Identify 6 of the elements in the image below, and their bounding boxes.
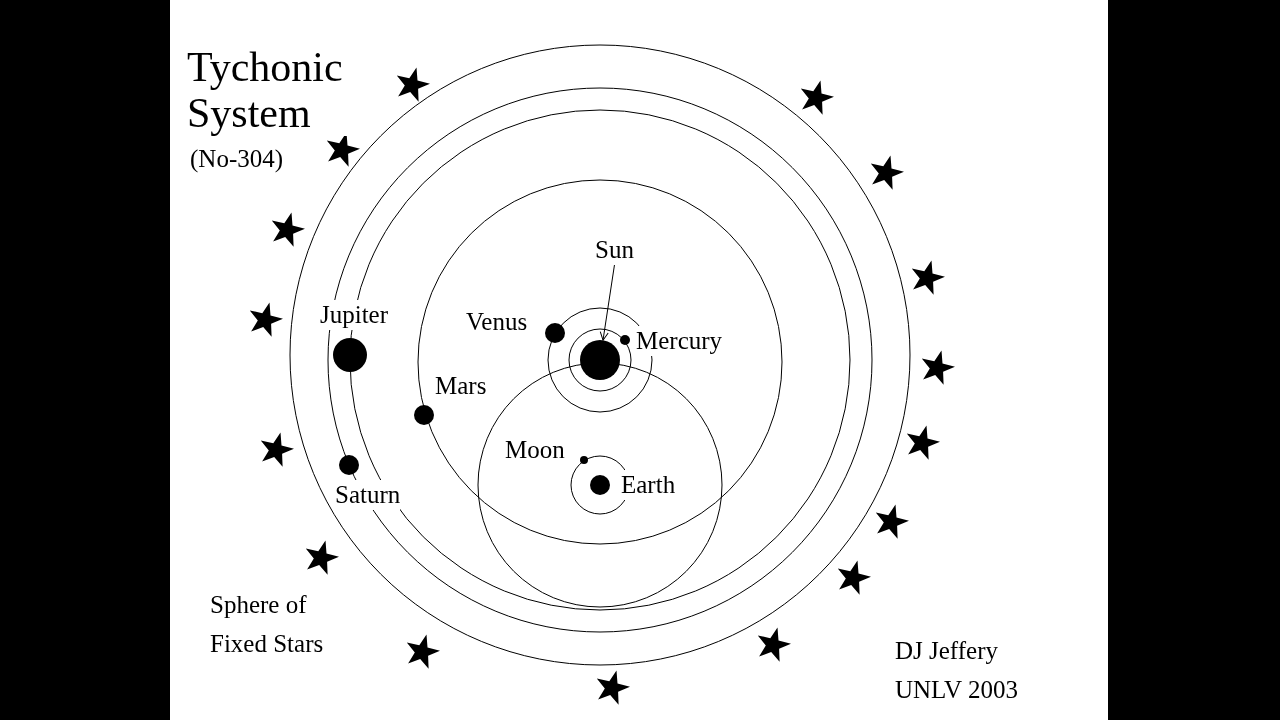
planet-label: Earth (621, 470, 676, 500)
planet-label: Jupiter (320, 300, 389, 330)
leader-arrow (599, 264, 615, 341)
planet-label: Mercury (636, 326, 723, 356)
planet-label: Saturn (335, 480, 401, 510)
sun-disk (580, 340, 620, 380)
